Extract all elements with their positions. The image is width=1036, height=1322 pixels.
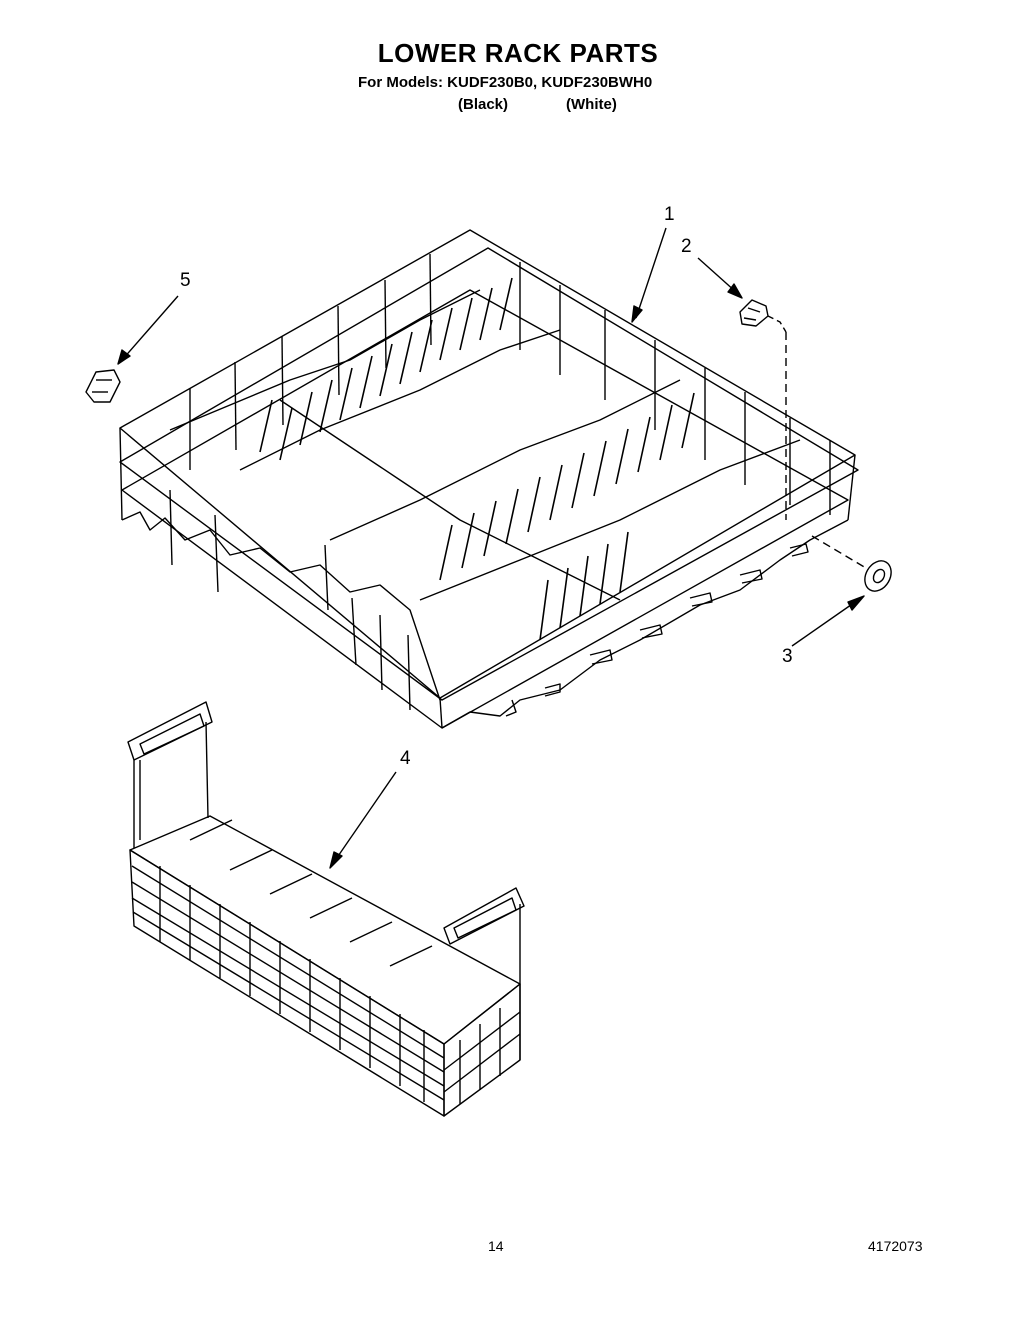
variant-black-label: (Black) <box>458 96 509 113</box>
variant-white-label: (White) <box>566 96 617 113</box>
stop-clip-drawing <box>85 369 121 403</box>
callout-2: 2 <box>681 236 692 257</box>
rack-clip-drawing <box>739 299 787 520</box>
silverware-basket-drawing <box>127 701 525 1117</box>
page-title: LOWER RACK PARTS <box>377 38 659 68</box>
roller-wheel-drawing <box>811 535 892 592</box>
models-line: For Models: KUDF230B0, KUDF230BWH0 <box>358 74 653 91</box>
document-number: 4172073 <box>868 1238 923 1254</box>
leader-arrows <box>117 227 865 869</box>
lower-rack-drawing <box>119 229 859 729</box>
page-number: 14 <box>488 1238 504 1254</box>
callout-1: 1 <box>664 204 675 225</box>
callout-5: 5 <box>180 270 191 291</box>
callout-4: 4 <box>400 748 411 769</box>
callout-3: 3 <box>782 646 793 667</box>
